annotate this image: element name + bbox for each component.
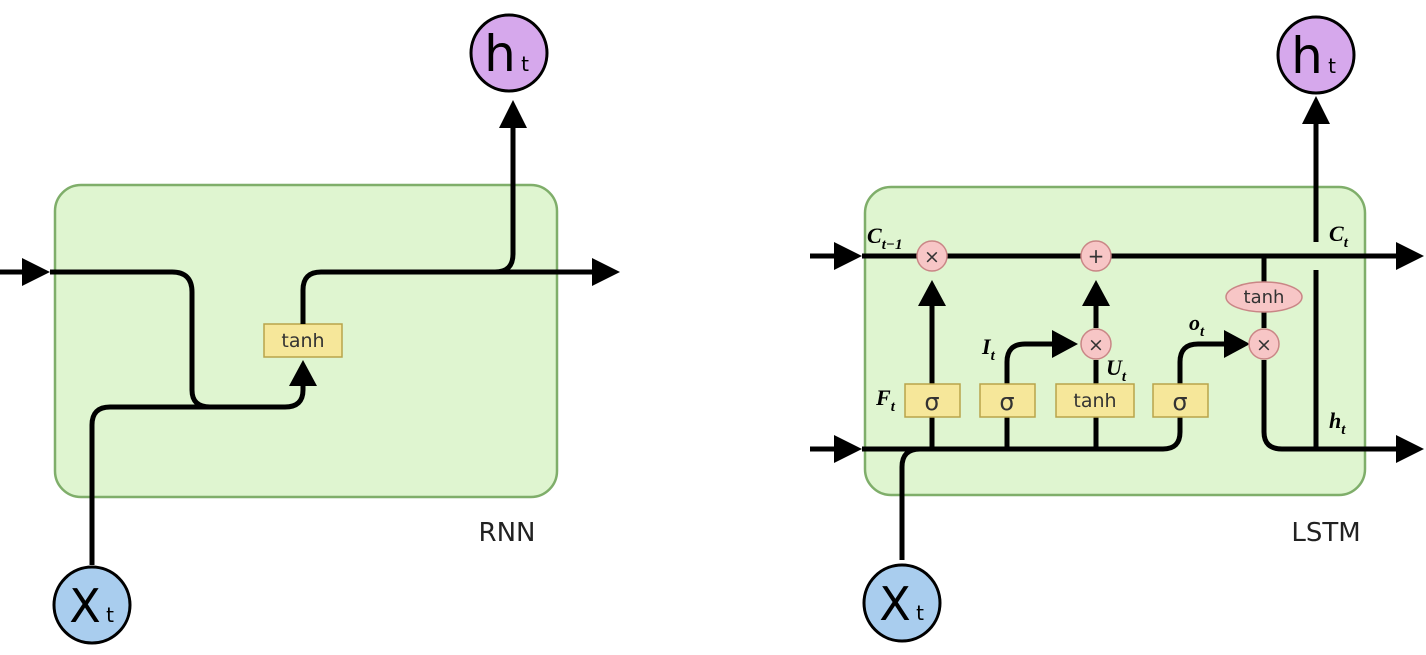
rnn-output-node	[469, 13, 549, 93]
label-i-main: I	[981, 334, 992, 359]
lstm-cell-box	[863, 185, 1367, 497]
lstm-forget-mult-symbol: ×	[924, 246, 940, 268]
label-h-main: h	[1329, 408, 1341, 433]
lstm-input-mult-symbol: ×	[1088, 334, 1104, 356]
lstm-add-arrowhead	[1082, 280, 1110, 306]
lstm-hidden-out-arrowhead	[1396, 435, 1424, 463]
label-c-prev-main: C	[867, 223, 882, 248]
label-c-prev-sub: t−1	[882, 237, 903, 253]
lstm-add-op	[1080, 240, 1112, 272]
label-h: ht	[1329, 408, 1346, 438]
lstm-cell-in-arrowhead	[834, 242, 862, 270]
label-c-t-sub: t	[1344, 235, 1349, 251]
rnn-caption: RNN	[479, 518, 536, 548]
lstm-input-gate-wire	[1004, 341, 1052, 384]
lstm-hidden-in-arrowhead	[834, 435, 862, 463]
label-c-prev: Ct−1	[867, 223, 902, 253]
lstm-hidden-bus	[862, 417, 1183, 452]
lstm-output-gate	[1152, 383, 1209, 418]
lstm-output-node	[1276, 15, 1356, 95]
lstm-output-gate-wire	[1177, 341, 1224, 384]
lstm-output-gate-label: σ	[1172, 388, 1187, 416]
rnn-up-arrowhead	[499, 100, 527, 128]
rnn-output-sub: t	[521, 52, 529, 76]
lstm-caption: LSTM	[1291, 518, 1360, 548]
rnn-input-wire	[89, 404, 210, 565]
rnn-output-wire	[300, 269, 592, 324]
rnn-input-node	[52, 565, 132, 645]
lstm-candidate-gate-label: tanh	[1073, 390, 1116, 412]
label-u-main: U	[1106, 355, 1123, 380]
rnn-output-arrowhead	[592, 258, 620, 286]
lstm-up-arrowhead	[1302, 96, 1330, 124]
lstm-input-node	[862, 563, 942, 643]
lstm-diagram: σ σ tanh σ × + × × tanh h t X t Ct−1 Ct …	[810, 15, 1424, 643]
label-f-main: F	[875, 385, 891, 410]
rnn-input-main: X	[69, 579, 101, 633]
rnn-tanh-gate	[263, 323, 343, 358]
label-i-sub: t	[991, 348, 996, 364]
lstm-output-sub: t	[1328, 54, 1336, 78]
lstm-forget-mult	[916, 240, 948, 272]
lstm-output-main: h	[1291, 27, 1323, 85]
lstm-forget-gate-label: σ	[924, 388, 939, 416]
lstm-forget-gate	[904, 383, 961, 418]
label-o-sub: t	[1200, 324, 1205, 340]
label-o: ot	[1189, 310, 1205, 340]
label-f: Ft	[875, 385, 896, 415]
lstm-output-gate-arrowhead	[1224, 330, 1250, 358]
lstm-candidate-gate	[1055, 383, 1135, 418]
rnn-diagram: tanh h t X t RNN	[0, 13, 620, 645]
lstm-hidden-out-wire	[1261, 360, 1396, 452]
label-h-sub: t	[1341, 422, 1346, 438]
lstm-cell-tanh-label: tanh	[1244, 287, 1285, 308]
rnn-tanh-label: tanh	[281, 330, 324, 352]
rnn-input-sub: t	[106, 603, 114, 627]
lstm-cell-tanh	[1225, 281, 1303, 313]
label-o-main: o	[1189, 310, 1200, 335]
lstm-input-gate	[979, 383, 1036, 418]
lstm-input-main: X	[879, 577, 911, 631]
label-u: Ut	[1106, 355, 1127, 385]
label-c-t-main: C	[1329, 221, 1344, 246]
lstm-input-gate-arrowhead	[1052, 330, 1078, 358]
lstm-output-mult	[1248, 328, 1280, 360]
lstm-forget-arrowhead	[918, 280, 946, 306]
rnn-hidden-wire	[50, 269, 306, 410]
label-u-sub: t	[1122, 369, 1127, 385]
rnn-up-wire	[494, 128, 516, 275]
rnn-tanh-in-arrowhead	[289, 360, 317, 386]
label-i: It	[981, 334, 996, 364]
lstm-input-wire	[899, 446, 921, 560]
lstm-add-symbol: +	[1088, 244, 1105, 268]
rnn-hidden-in-arrowhead	[22, 258, 50, 286]
lstm-input-sub: t	[916, 601, 924, 625]
lstm-input-mult	[1080, 328, 1112, 360]
label-c-t: Ct	[1329, 221, 1349, 251]
rnn-output-main: h	[484, 25, 516, 83]
lstm-input-gate-label: σ	[999, 388, 1014, 416]
label-f-sub: t	[891, 399, 896, 415]
lstm-cell-out-arrowhead	[1396, 242, 1424, 270]
lstm-output-mult-symbol: ×	[1256, 334, 1272, 356]
